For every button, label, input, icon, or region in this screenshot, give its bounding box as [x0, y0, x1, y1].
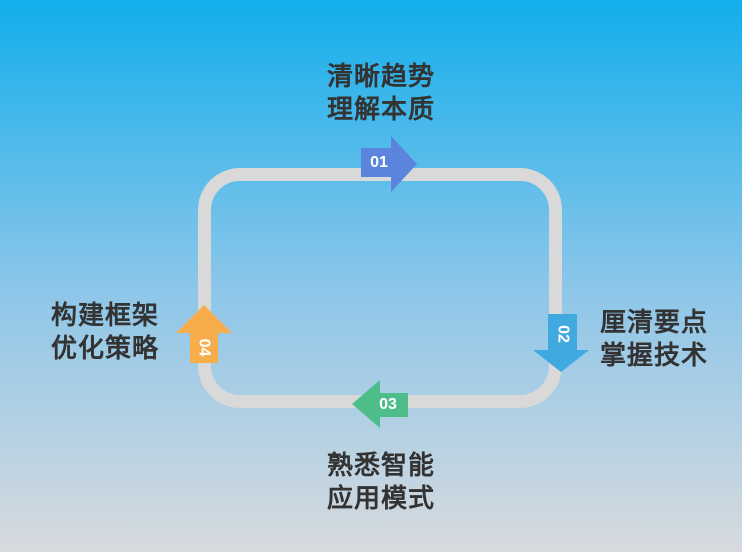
arrow-right-shape — [361, 136, 417, 192]
step-1-arrow-right-icon: 01 — [361, 136, 417, 192]
step-2-number-badge: 02 — [554, 325, 572, 343]
step-2-label-line-2: 掌握技术 — [599, 340, 708, 370]
step-3-label: 熟悉智能 应用模式 — [281, 449, 481, 515]
step-2-label: 厘清要点 掌握技术 — [596, 306, 712, 372]
cycle-track — [198, 168, 562, 408]
step-1-label-line-2: 理解本质 — [326, 94, 435, 124]
step-4-arrow-up-icon: 04 — [176, 305, 232, 363]
step-4-number-badge: 04 — [196, 338, 213, 357]
step-4-label-line-2: 优化策略 — [50, 333, 159, 363]
arrow-left-shape — [352, 380, 408, 428]
step-4-label-line-1: 构建框架 — [50, 300, 159, 330]
step-1-number-badge: 01 — [370, 153, 388, 171]
step-3-label-line-1: 熟悉智能 — [326, 450, 435, 480]
step-1-label: 清晰趋势 理解本质 — [281, 60, 481, 126]
step-3-label-line-2: 应用模式 — [326, 483, 435, 513]
step-3-number-badge: 03 — [379, 396, 397, 413]
step-4-label: 构建框架 优化策略 — [28, 299, 182, 365]
step-2-arrow-down-icon: 02 — [533, 314, 589, 372]
step-1-label-line-1: 清晰趋势 — [326, 61, 435, 91]
arrow-down-shape — [533, 314, 589, 372]
arrow-up-shape — [176, 305, 232, 363]
step-3-arrow-left-icon: 03 — [352, 380, 408, 428]
step-2-label-line-1: 厘清要点 — [599, 307, 708, 337]
